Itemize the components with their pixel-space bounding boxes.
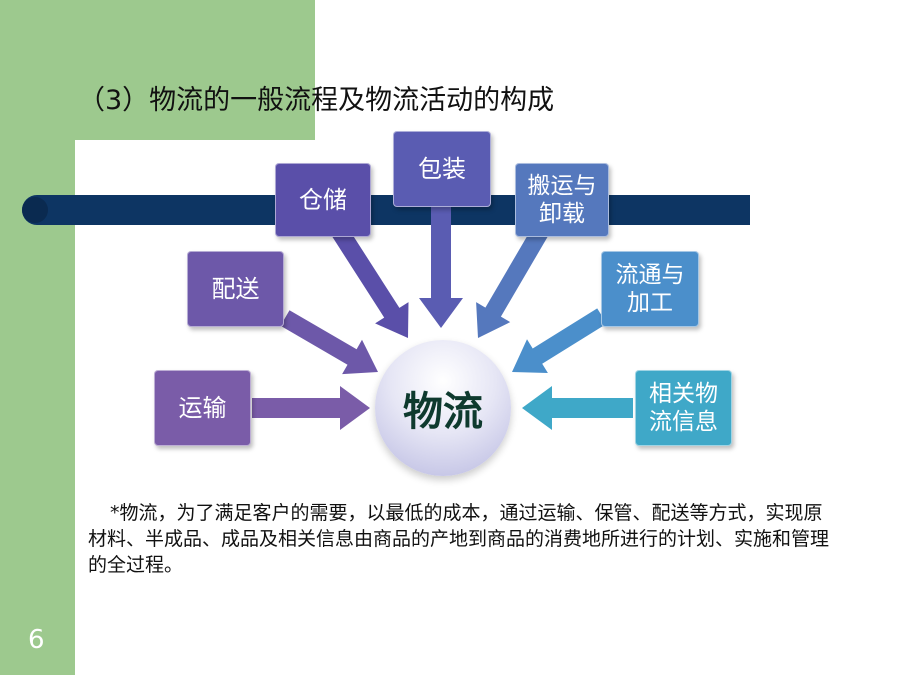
node-yunshu: 运输 [154, 370, 251, 446]
node-xinxi: 相关物流信息 [635, 370, 732, 446]
slide-title: （3）物流的一般流程及物流活动的构成 [78, 85, 555, 116]
node-liutong: 流通与加工 [601, 251, 699, 327]
node-peisong: 配送 [187, 251, 284, 327]
description-text: *物流，为了满足客户的需要，以最低的成本，通过运输、保管、配送等方式，实现原材料… [88, 502, 830, 576]
node-baozhuang: 包装 [393, 131, 491, 207]
navy-band-cap [22, 197, 48, 223]
arrow-banyun [476, 227, 548, 338]
arrow-cangchu [332, 227, 409, 338]
node-banyun: 搬运与卸载 [515, 163, 609, 237]
center-hub: 物流 [375, 340, 511, 476]
green-left-bar [0, 0, 75, 675]
arrow-baozhuang [419, 205, 463, 328]
arrow-liutong [512, 308, 607, 373]
node-cangchu: 仓储 [275, 163, 371, 237]
arrow-xinxi [522, 386, 633, 430]
arrow-peisong [280, 310, 378, 375]
center-label: 物流 [403, 389, 483, 435]
page-number: 6 [28, 625, 45, 655]
navy-band [22, 195, 750, 225]
arrow-yunshu [252, 386, 370, 430]
